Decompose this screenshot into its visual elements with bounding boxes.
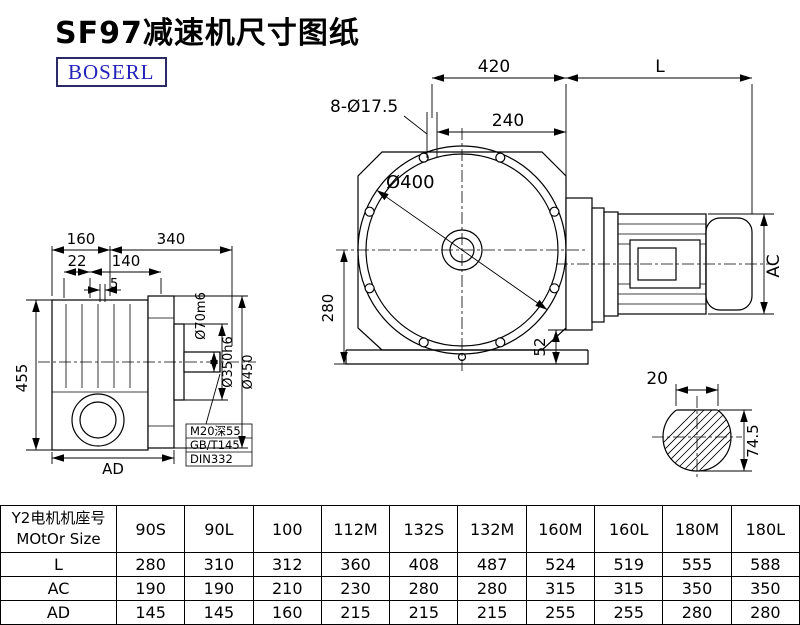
cell-AC-180M: 350 [662, 576, 732, 601]
row-label-AD: AD [0, 600, 117, 625]
row-label-AC: AC [0, 576, 117, 601]
cell-L-132S: 408 [389, 552, 459, 577]
col-132S: 132S [389, 505, 459, 553]
cell-L-112M: 360 [320, 552, 391, 577]
col-160L: 160L [594, 505, 664, 553]
boserl-logo-text: BOSERL [68, 60, 155, 84]
dimension-drawing: 420 L 8-Ø17.5 240 Ø400 280 52 AC [13, 57, 784, 480]
cell-AD-90S: 145 [115, 600, 186, 625]
cell-AD-100: 160 [252, 600, 322, 625]
dim-spigot-dia-label: Ø350h6 [221, 336, 236, 388]
cell-L-132M: 487 [457, 552, 527, 577]
table-row-AC: AC 190 190 210 230 280 280 315 315 350 3… [0, 576, 800, 601]
col-160M: 160M [525, 505, 596, 553]
col-90S: 90S [115, 505, 186, 553]
dim-22-label: 22 [67, 252, 86, 270]
dim-AD-label: AD [102, 460, 124, 478]
motor-size-header-cn: Y2电机机座号 [11, 509, 106, 527]
dimensions: 420 L 8-Ø17.5 240 Ø400 280 52 AC [13, 57, 784, 478]
cell-L-180M: 555 [662, 552, 732, 577]
table-row-L: L 280 310 312 360 408 487 524 519 555 58… [0, 552, 800, 577]
motor-size-header-en: MOtOr Size [16, 530, 101, 548]
cell-AC-112M: 230 [320, 576, 391, 601]
cell-L-90S: 280 [115, 552, 186, 577]
cell-AD-160M: 255 [525, 600, 596, 625]
cell-L-180L: 588 [730, 552, 800, 577]
dim-240-label: 240 [492, 111, 524, 131]
col-90L: 90L [184, 505, 254, 553]
cell-AD-132M: 215 [457, 600, 527, 625]
cell-AC-160L: 315 [594, 576, 664, 601]
cell-AC-90L: 190 [184, 576, 254, 601]
cell-AC-90S: 190 [115, 576, 186, 601]
cell-L-90L: 310 [184, 552, 254, 577]
cell-AD-112M: 215 [320, 600, 391, 625]
dim-140-label: 140 [112, 252, 141, 270]
dim-AC-label: AC [764, 254, 784, 277]
dim-5-label: 5 [110, 277, 118, 292]
cell-AC-132S: 280 [389, 576, 459, 601]
dim-flange-od-label: Ø450 [241, 354, 256, 389]
cell-AD-160L: 255 [594, 600, 664, 625]
cell-AC-180L: 350 [730, 576, 800, 601]
dim-455-label: 455 [13, 364, 31, 393]
dim-280-label: 280 [319, 294, 337, 323]
col-180M: 180M [662, 505, 732, 553]
motor-size-table: Y2电机机座号 MOtOr Size 90S 90L 100 112M 132S… [0, 505, 800, 625]
cell-AD-90L: 145 [184, 600, 254, 625]
cell-AC-160M: 315 [525, 576, 596, 601]
cell-AD-180M: 280 [662, 600, 732, 625]
motor-size-header: Y2电机机座号 MOtOr Size [0, 505, 117, 553]
cell-AD-132S: 215 [389, 600, 459, 625]
cell-L-100: 312 [252, 552, 322, 577]
cell-AD-180L: 280 [730, 600, 800, 625]
bolt-holes [364, 152, 560, 348]
dim-flange-dia-label: Ø400 [386, 172, 435, 193]
dim-74-5-label: 74.5 [744, 424, 762, 457]
side-view [51, 295, 221, 451]
boserl-logo: BOSERL [56, 57, 167, 87]
cell-L-160M: 524 [525, 552, 596, 577]
cell-AC-100: 210 [252, 576, 322, 601]
dim-160-label: 160 [67, 230, 96, 248]
cell-AC-132M: 280 [457, 576, 527, 601]
col-132M: 132M [457, 505, 527, 553]
cell-L-160L: 519 [594, 552, 664, 577]
dim-shaft-dia-label: Ø70m6 [194, 292, 209, 340]
tap-note-3: DIN332 [190, 452, 233, 466]
dim-340-label: 340 [157, 230, 186, 248]
dim-52-label: 52 [531, 337, 549, 356]
page-title: SF97减速机尺寸图纸 [55, 16, 360, 51]
col-112M: 112M [320, 505, 391, 553]
tap-note-1: M20深55 [190, 424, 241, 438]
dim-bolt-holes-label: 8-Ø17.5 [330, 97, 398, 117]
dim-L-label: L [655, 57, 665, 77]
dim-20-label: 20 [646, 369, 668, 389]
side-ribs [52, 304, 148, 393]
col-100: 100 [252, 505, 322, 553]
col-180L: 180L [730, 505, 800, 553]
table-row-AD: AD 145 145 160 215 215 215 255 255 280 2… [0, 600, 800, 625]
tap-notes: M20深55 GB/T145 DIN332 [185, 373, 253, 467]
tap-note-2: GB/T145 [190, 438, 240, 452]
row-label-L: L [0, 552, 117, 577]
front-view [345, 145, 589, 365]
dim-420-label: 420 [478, 57, 510, 77]
table-header-row: Y2电机机座号 MOtOr Size 90S 90L 100 112M 132S… [0, 505, 800, 553]
